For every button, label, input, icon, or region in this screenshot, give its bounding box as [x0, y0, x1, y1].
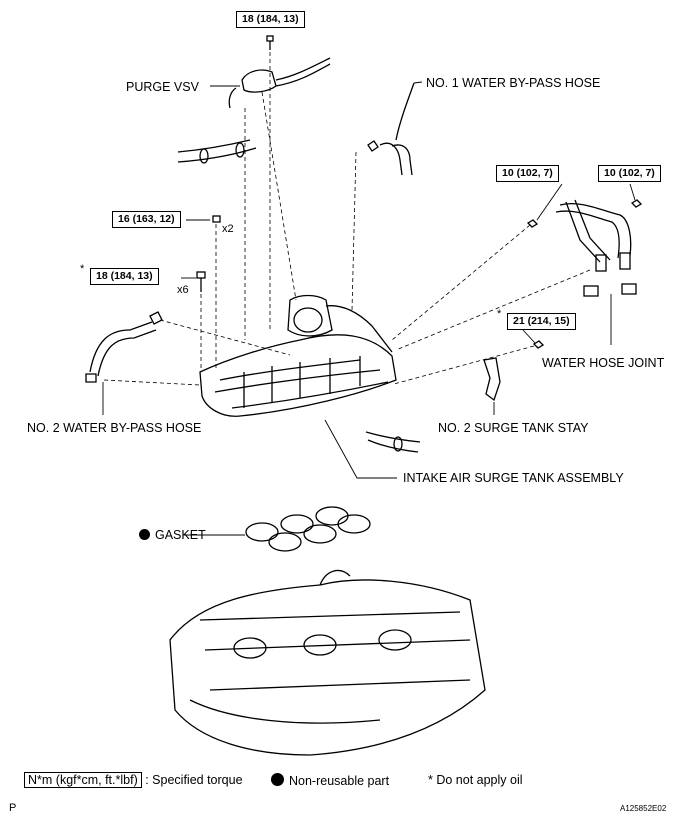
- torque-right-b-box: 10 (102, 7): [598, 165, 661, 182]
- purge-vsv-label: PURGE VSV: [126, 80, 199, 94]
- no-oil-star: *: [80, 263, 85, 275]
- legend-torque-box: N*m (kgf*cm, ft.*lbf): [24, 772, 142, 788]
- page-marker: P: [9, 802, 17, 814]
- legend-no-oil: * Do not apply oil: [428, 773, 523, 787]
- legend-torque-text: : Specified torque: [145, 773, 243, 787]
- surge-tank-part: [199, 294, 397, 417]
- torque-top-box: 18 (184, 13): [236, 11, 305, 28]
- surge-tank-stay-label: NO. 2 SURGE TANK STAY: [438, 421, 589, 435]
- water-hose-joint-label: WATER HOSE JOINT: [542, 356, 665, 370]
- water-bypass-hose-1-label: NO. 1 WATER BY-PASS HOSE: [426, 76, 601, 90]
- legend-dot-icon: [271, 773, 284, 786]
- bolt-left: [196, 271, 206, 292]
- engine-block-part: [169, 569, 486, 756]
- bolt-top: [266, 35, 274, 50]
- torque-stay-box: 21 (214, 15): [507, 313, 576, 330]
- qty-x6: x6: [177, 284, 189, 296]
- figure-id: A125852E02: [620, 804, 667, 813]
- no2-bypass-hose-part: [85, 311, 163, 383]
- torque-right-a-box: 10 (102, 7): [496, 165, 559, 182]
- surge-tank-assembly-label: INTAKE AIR SURGE TANK ASSEMBLY: [403, 471, 624, 485]
- legend-torque: N*m (kgf*cm, ft.*lbf) : Specified torque: [24, 772, 243, 788]
- legend-nonreusable: Non-reusable part: [271, 773, 389, 788]
- gasket-part: [245, 506, 371, 552]
- no1-bypass-hose-part: [367, 82, 415, 176]
- legend-nonreusable-text: Non-reusable part: [289, 774, 390, 788]
- nonreusable-dot-icon: [139, 529, 150, 540]
- surge-tank-stay-part: [483, 357, 501, 402]
- water-hose-joint-part: [555, 199, 637, 297]
- gasket-label: GASKET: [139, 528, 206, 542]
- qty-x2: x2: [222, 223, 234, 235]
- purge-vsv-part: [228, 57, 331, 109]
- torque-left-upper-box: 16 (163, 12): [112, 211, 181, 228]
- no-oil-star-stay: *: [497, 308, 502, 320]
- water-bypass-hose-2-label: NO. 2 WATER BY-PASS HOSE: [27, 421, 202, 435]
- gasket-text: GASKET: [155, 528, 206, 542]
- upper-hose-part: [177, 139, 257, 164]
- torque-left-lower-box: 18 (184, 13): [90, 268, 159, 285]
